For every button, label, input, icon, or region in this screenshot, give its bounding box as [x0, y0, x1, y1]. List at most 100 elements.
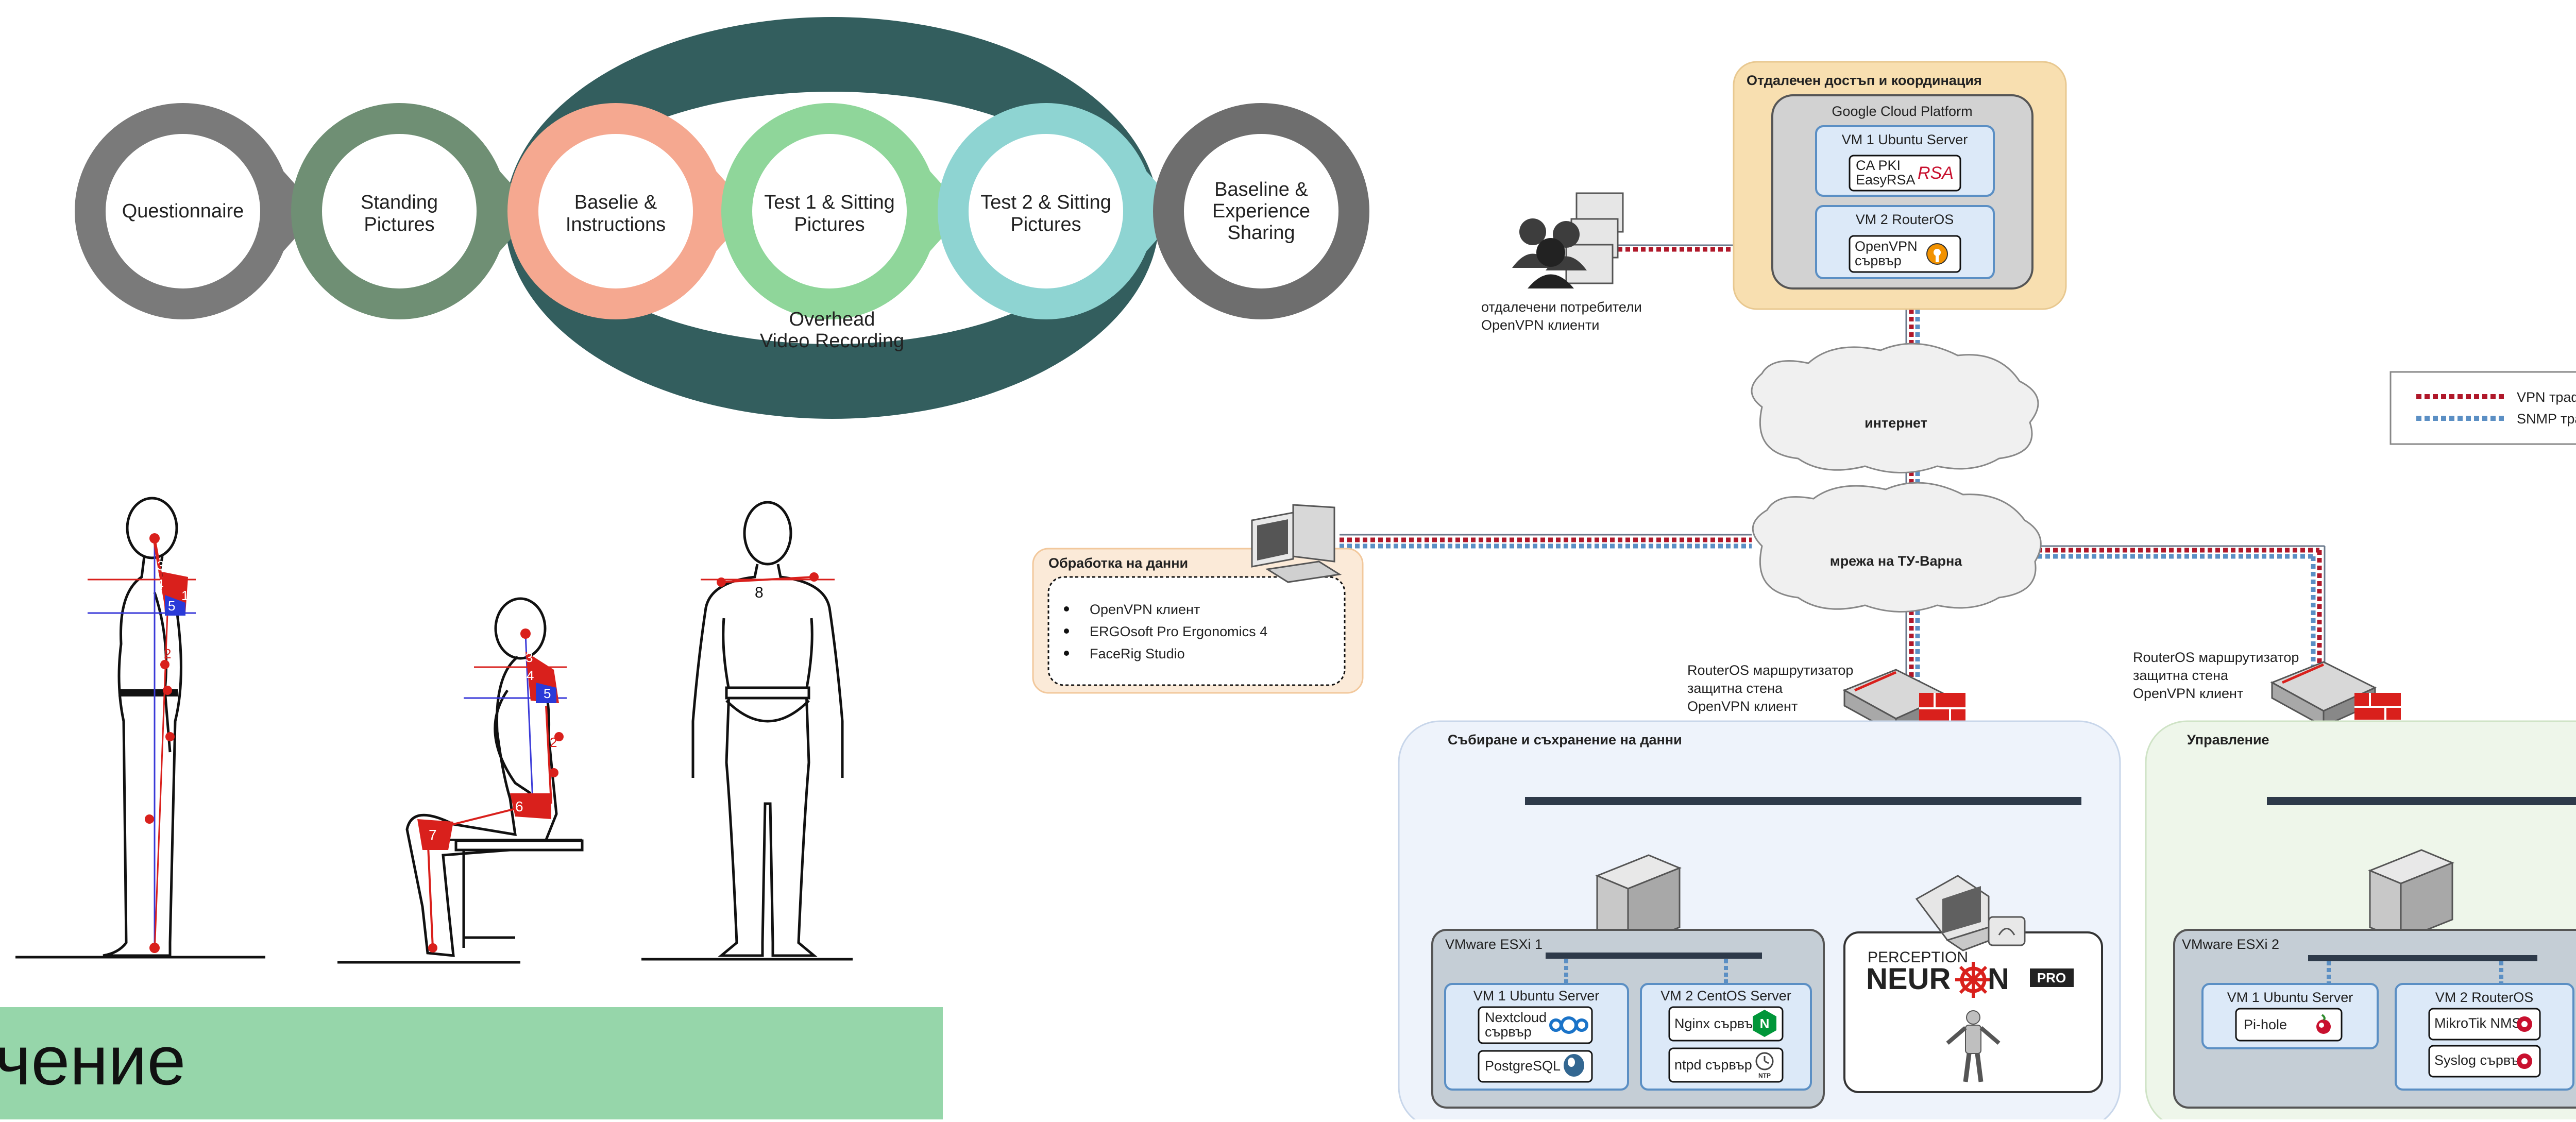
flow-step-questionnaire: Questionnaire — [75, 103, 319, 319]
easyrsa-label: EasyRSA — [1856, 172, 1916, 188]
processing-item-2: ERGOsoft Pro Ergonomics 4 — [1090, 624, 1267, 639]
step-4-label-line1: Test 1 & Sitting — [764, 192, 894, 213]
flow-step-test1: Test 1 & Sitting Pictures — [721, 103, 966, 319]
step-5-label-line2: Pictures — [1010, 214, 1081, 235]
network-diagram: Отдалечен достъп и координация Google Cl… — [1032, 61, 2576, 1122]
processing-group: Обработка на данни OpenVPN клиент ERGOso… — [1032, 504, 1364, 694]
neuron-main-text: NEUR — [1866, 962, 1951, 996]
postgresql-label: PostgreSQL — [1485, 1058, 1561, 1074]
perception-neuron-box: PERCEPTION NEUR N PRO — [1843, 875, 2103, 1093]
syslog-icon — [2517, 1053, 2532, 1069]
flow-step-standing-pictures: Standing Pictures — [291, 103, 536, 319]
standing-label-4: 4 — [156, 576, 163, 592]
step-2-label-line1: Standing — [361, 192, 438, 213]
remote-access-title: Отдалечен достъп и координация — [1747, 73, 1982, 88]
standing-label-5: 5 — [168, 598, 175, 614]
sitting-label-6: 6 — [515, 798, 523, 814]
posture-figures: 3 4 5 1 2 — [15, 497, 853, 964]
legend-snmp: SNMP трафик — [2517, 411, 2576, 427]
footer-text: чение — [0, 1022, 185, 1099]
laptop-icon — [1915, 875, 2026, 951]
neuron-star-icon — [1955, 962, 1991, 998]
remote-users-label-line1: отдалечени потребители — [1481, 299, 1642, 315]
esxi1-vm2-title: VM 2 CentOS Server — [1660, 988, 1791, 1004]
remote-users-icon — [1512, 192, 1624, 288]
processing-item-1: OpenVPN клиент — [1090, 602, 1200, 617]
neuron-top-text: PERCEPTION — [1868, 949, 1968, 966]
standing-side-figure: 3 4 5 1 2 — [88, 497, 196, 957]
sitting-label-3: 3 — [526, 650, 533, 665]
openvpn-server-label-line1: OpenVPN — [1855, 239, 1918, 254]
mocap-figure-icon — [1946, 1010, 2001, 1082]
tu-varna-network-cloud: мрежа на ТУ-Варна — [1752, 482, 2042, 613]
sitting-figure: 3 4 5 1 2 6 7 — [405, 597, 584, 957]
remote-access-group: Отдалечен достъп и координация Google Cl… — [1733, 61, 2067, 310]
esxi2-title: VMware ESXi 2 — [2182, 937, 2279, 952]
collection-group: Събиране и съхранение на данни VMware ES… — [1398, 720, 2121, 1122]
postgresql-icon — [1564, 1054, 1584, 1077]
front-standing-figure: 8 — [691, 501, 844, 957]
gcp-vm2-title: VM 2 RouterOS — [1856, 212, 1954, 227]
gcp-vm1-title: VM 1 Ubuntu Server — [1842, 132, 1968, 147]
ntp-logo-text: NTP — [1758, 1072, 1771, 1079]
standing-label-1: 1 — [181, 588, 189, 603]
sitting-label-5: 5 — [544, 686, 551, 701]
pihole-icon — [2316, 1014, 2331, 1034]
router-right-label-line3: OpenVPN клиент — [2133, 686, 2243, 701]
flow-step-test2: Test 2 & Sitting Pictures — [938, 103, 1182, 319]
standing-label-3: 3 — [157, 558, 164, 573]
step-2-label-line2: Pictures — [364, 214, 434, 235]
legend-vpn: VPN трафик — [2517, 389, 2576, 405]
process-flow: Questionnaire Standing Pictures Baselie … — [75, 17, 1369, 419]
router-left-label-line1: RouterOS маршрутизатор — [1687, 662, 1853, 678]
overhead-label-line1: Overhead — [789, 309, 875, 330]
processing-title: Обработка на данни — [1048, 555, 1188, 571]
internet-cloud: интернет — [1751, 343, 2039, 473]
nginx-icon: N — [1753, 1010, 1776, 1037]
processing-item-3: FaceRig Studio — [1090, 646, 1185, 661]
mikrotik-icon — [2517, 1016, 2532, 1032]
step-4-label-line2: Pictures — [794, 214, 865, 235]
esxi1-vm1-title: VM 1 Ubuntu Server — [1473, 988, 1600, 1004]
footer-banner: чение — [0, 1007, 943, 1119]
sitting-label-1: 1 — [555, 673, 563, 688]
tu-varna-label: мрежа на ТУ-Варна — [1830, 553, 1963, 569]
step-3-label-line2: Instructions — [566, 214, 666, 235]
openvpn-server-label-line2: сървър — [1855, 253, 1902, 268]
pihole-label: Pi-hole — [2244, 1017, 2287, 1032]
esxi2-server-icon — [2368, 849, 2454, 942]
step-6-label-line3: Sharing — [1228, 222, 1295, 244]
router-right-label-line2: защитна стена — [2133, 668, 2229, 683]
mikrotik-nms-label: MikroTik NMS — [2434, 1015, 2521, 1031]
front-label-8: 8 — [755, 584, 764, 601]
overhead-label-line2: Video Recording — [760, 330, 904, 352]
neuron-pro-badge: PRO — [2037, 970, 2066, 985]
nextcloud-label-line1: Nextcloud — [1485, 1010, 1547, 1025]
step-5-label-line1: Test 2 & Sitting — [980, 192, 1111, 213]
management-group: Управление VMware ESXi 2 VM 1 Ubuntu Ser… — [2145, 720, 2576, 1122]
standing-label-2: 2 — [164, 646, 171, 661]
router-left-label-line3: OpenVPN клиент — [1687, 699, 1798, 714]
step-1-label: Questionnaire — [122, 200, 244, 222]
router-right-label-line1: RouterOS маршрутизатор — [2133, 650, 2299, 665]
neuron-main-text-end: N — [1988, 962, 2009, 996]
ntp-clock-icon: NTP — [1755, 1052, 1774, 1079]
remote-users-label-line2: OpenVPN клиенти — [1481, 317, 1599, 333]
esxi1-title: VMware ESXi 1 — [1445, 937, 1543, 952]
gcp-title: Google Cloud Platform — [1832, 104, 1972, 119]
nginx-label: Nginx сървър — [1674, 1016, 1760, 1031]
syslog-label: Syslog сървър — [2434, 1052, 2527, 1068]
workstation-icon — [1251, 504, 1342, 583]
step-6-label-line2: Experience — [1212, 200, 1310, 222]
traffic-legend: VPN трафик SNMP трафик — [2389, 371, 2576, 445]
management-title: Управление — [2187, 732, 2269, 747]
nextcloud-icon — [1549, 1016, 1588, 1034]
sitting-label-2: 2 — [550, 735, 557, 750]
collection-title: Събиране и съхранение на данни — [1448, 732, 1682, 747]
nextcloud-label-line2: сървър — [1485, 1024, 1532, 1040]
flow-step-experience-sharing: Baseline & Experience Sharing — [1153, 103, 1369, 319]
sitting-label-4: 4 — [527, 668, 534, 683]
esxi2-vm2-title: VM 2 RouterOS — [2435, 990, 2534, 1005]
openvpn-icon — [1926, 243, 1948, 265]
